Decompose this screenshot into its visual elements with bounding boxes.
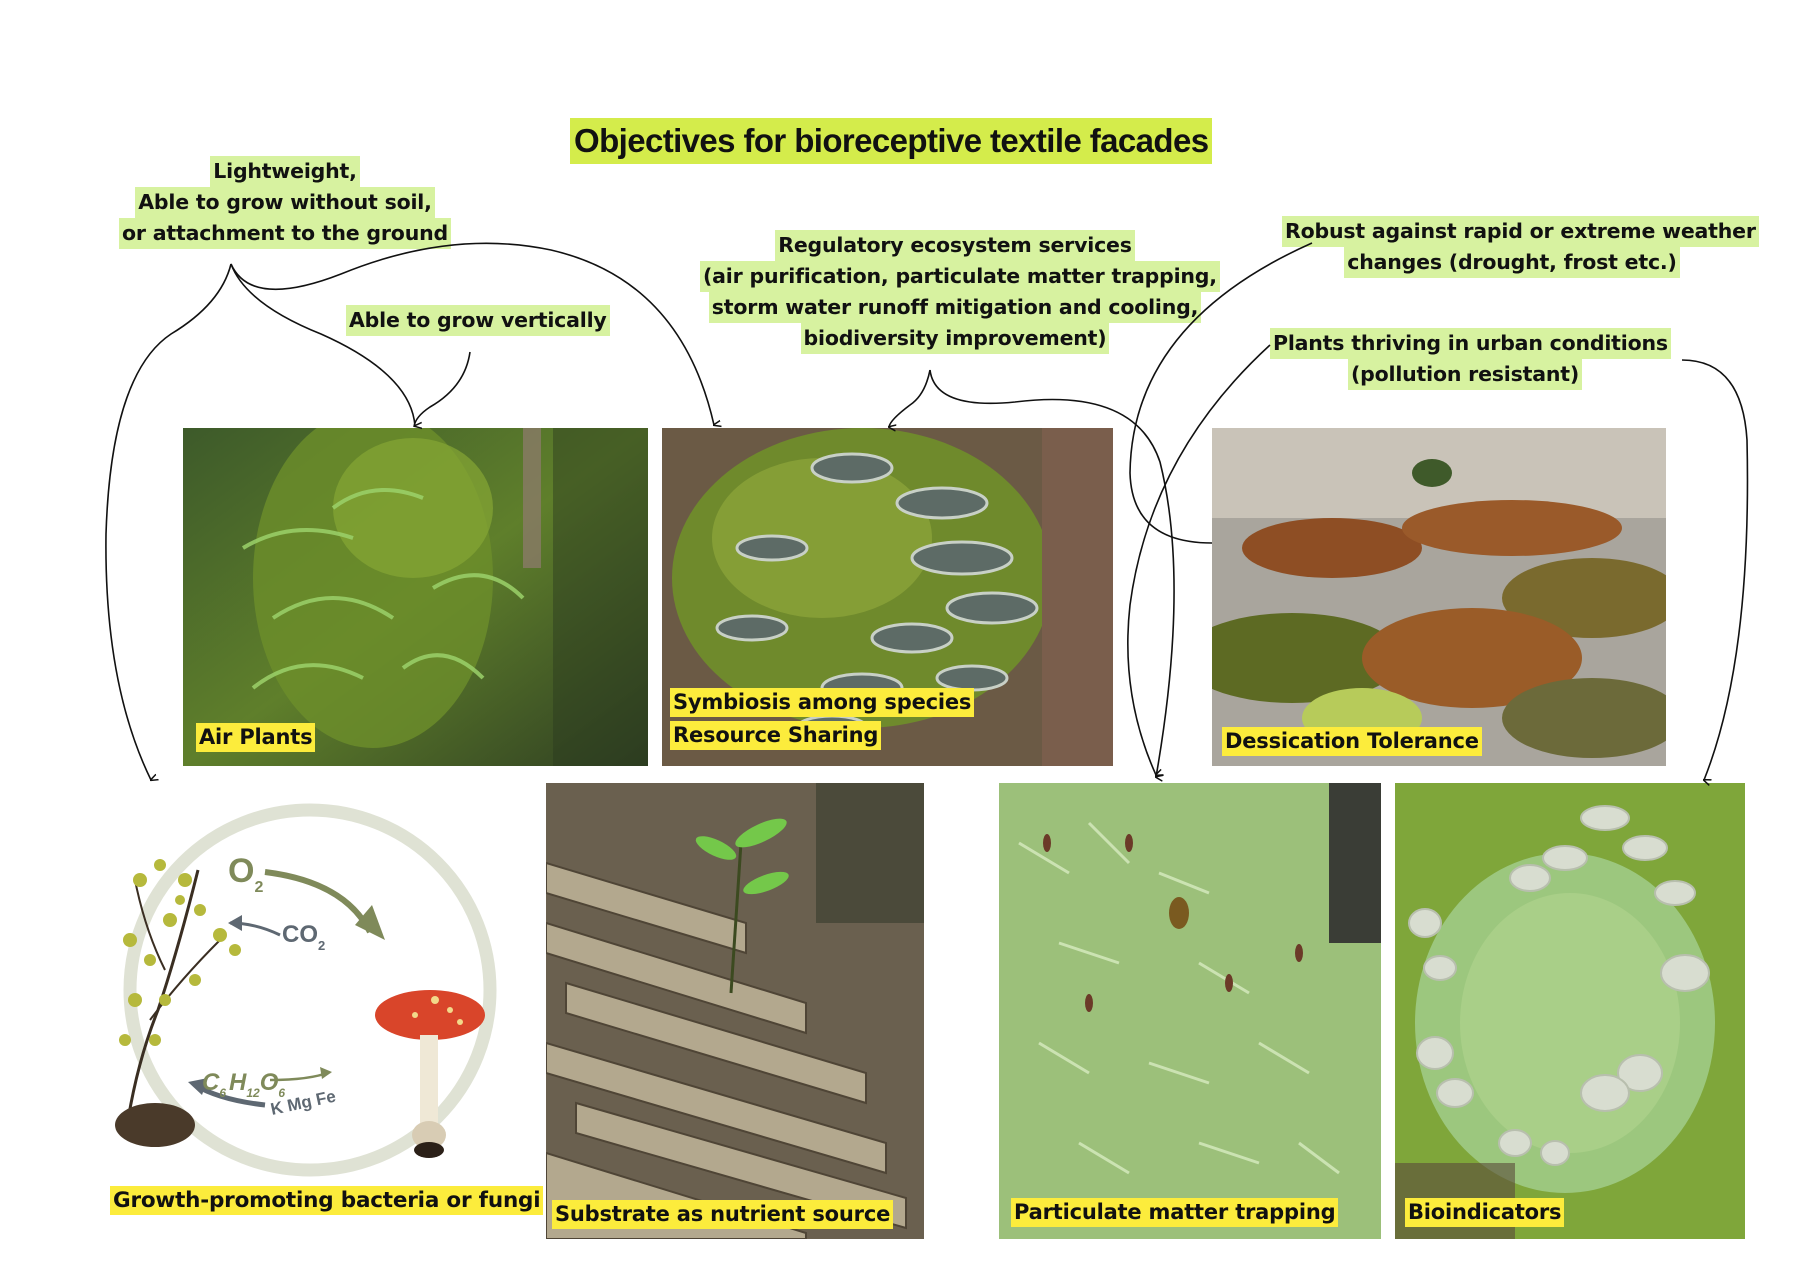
note-grow-vertically: Able to grow vertically	[346, 305, 610, 336]
note-urban-conditions: Plants thriving in urban conditions (pol…	[1270, 328, 1671, 390]
note-line: Lightweight,	[210, 156, 360, 187]
connector-regulatory-to-symbiosis	[889, 369, 931, 427]
note-line: changes (drought, frost etc.)	[1344, 247, 1680, 278]
mushroom-icon	[375, 990, 485, 1158]
note-line: biodiversity improvement)	[800, 323, 1110, 354]
photo-symbiosis: Symbiosis among species Resource Sharing	[662, 428, 1113, 766]
connector-vertical-to-air-plants	[413, 351, 471, 428]
tag-bioindicators: Bioindicators	[1405, 1198, 1565, 1227]
tag-substrate: Substrate as nutrient source	[552, 1200, 894, 1229]
photo-bioindicators: Bioindicators	[1395, 783, 1745, 1239]
photo-dessication: Dessication Tolerance	[1212, 428, 1666, 766]
o2-label: O2	[228, 852, 263, 896]
note-line: Robust against rapid or extreme weather	[1282, 216, 1759, 247]
note-line: (pollution resistant)	[1347, 359, 1583, 390]
tag-growth-promoting: Growth-promoting bacteria or fungi	[110, 1186, 544, 1215]
tree-icon	[115, 859, 241, 1147]
diagram-title: Objectives for bioreceptive textile faca…	[570, 118, 1213, 164]
note-line: (air purification, particulate matter tr…	[700, 261, 1220, 292]
decaying-log-image	[546, 783, 924, 1239]
tag-air-plants: Air Plants	[196, 723, 316, 752]
tag-dessication-tolerance: Dessication Tolerance	[1222, 727, 1482, 756]
moss-fern-image	[183, 428, 648, 766]
cup-lichen-image	[1395, 783, 1745, 1239]
note-line: Able to grow without soil,	[135, 187, 435, 218]
note-line: Regulatory ecosystem services	[775, 230, 1135, 261]
tag-symbiosis: Symbiosis among species	[670, 688, 975, 717]
note-line: Plants thriving in urban conditions	[1270, 328, 1671, 359]
rock-moss-image	[1212, 428, 1666, 766]
tag-particulate-matter: Particulate matter trapping	[1011, 1198, 1339, 1227]
feather-moss-image	[999, 783, 1381, 1239]
connector-to-air-plants	[230, 263, 415, 426]
co2-label: CO2	[282, 921, 325, 953]
connector-urban-to-bioindicators	[1681, 359, 1749, 780]
note-robust-weather: Robust against rapid or extreme weather …	[1282, 216, 1759, 278]
photo-particulate: Particulate matter trapping	[999, 783, 1381, 1239]
tag-resource-sharing: Resource Sharing	[670, 721, 882, 750]
note-line: or attachment to the ground	[119, 218, 451, 249]
note-regulatory-services: Regulatory ecosystem services (air purif…	[700, 230, 1220, 354]
photo-substrate: Substrate as nutrient source	[546, 783, 924, 1239]
note-line: Able to grow vertically	[346, 305, 610, 336]
note-line: storm water runoff mitigation and coolin…	[708, 292, 1202, 323]
photo-air-plants: Air Plants	[183, 428, 648, 766]
note-lightweight: Lightweight, Able to grow without soil, …	[110, 156, 460, 249]
